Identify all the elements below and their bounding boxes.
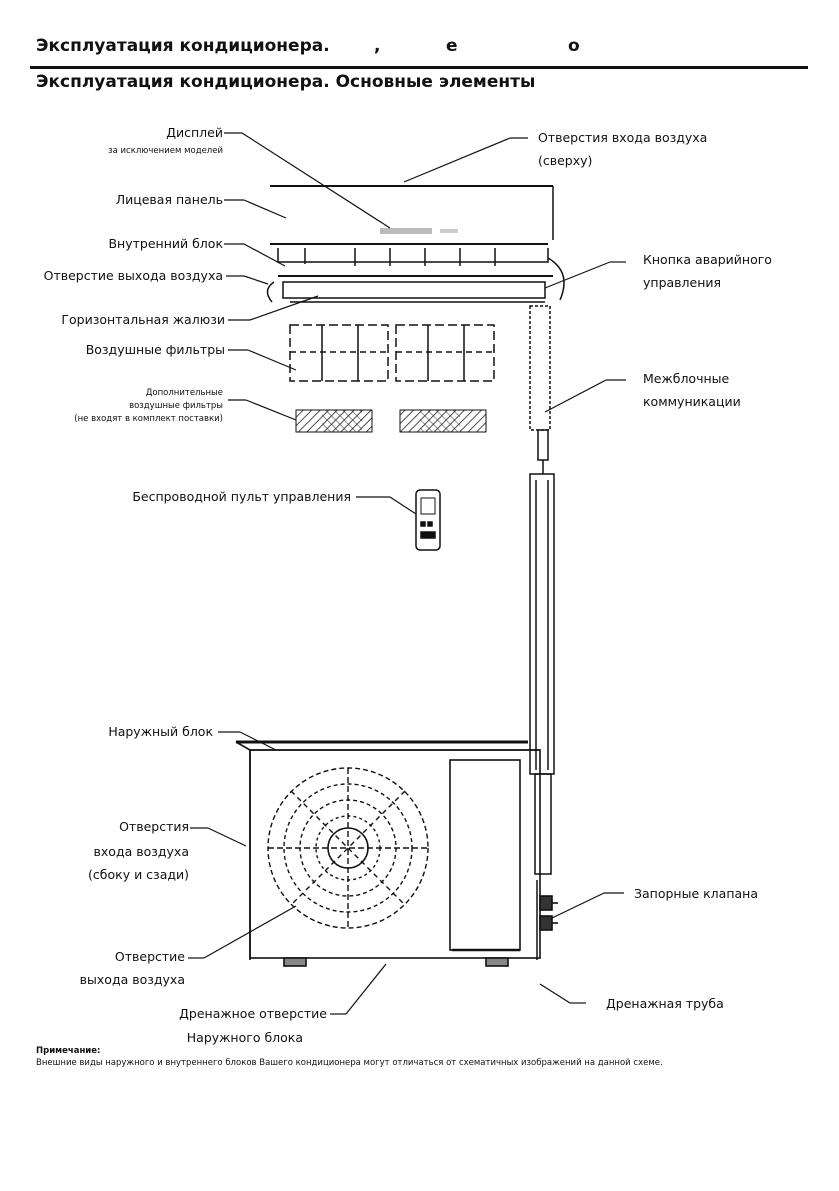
label-side-inlet-3: (сбоку и сзади): [88, 867, 189, 882]
remote-control-drawing: [415, 489, 441, 551]
label-drain-hole-2: Наружного блока: [186, 1030, 303, 1045]
label-interconnect-1: Межблочные: [643, 371, 730, 386]
label-air-inlet-top-sub: (сверху): [538, 153, 593, 168]
label-interconnect-2: коммуникации: [643, 394, 741, 409]
fan-grille-drawing: [267, 767, 429, 929]
label-outlet-2: выхода воздуха: [79, 972, 185, 987]
label-extra-filters-2: воздушные фильтры: [129, 401, 223, 411]
label-outdoor-unit: Наружный блок: [108, 724, 213, 739]
label-side-inlet-1: Отверстия: [119, 819, 189, 834]
top-title-fragment-3: о: [568, 36, 580, 56]
label-louver: Горизонтальная жалюзи: [61, 312, 225, 327]
top-title: Эксплуатация кондиционера. , е о: [36, 36, 580, 56]
top-title-fragment-2: е: [446, 36, 458, 56]
top-title-text: Эксплуатация кондиционера.: [36, 36, 330, 56]
top-title-fragment-1: ,: [374, 36, 381, 56]
label-valves: Запорные клапана: [634, 886, 758, 901]
label-front-panel: Лицевая панель: [115, 192, 223, 207]
label-display: Дисплей: [166, 125, 223, 140]
label-drain-pipe: Дренажная труба: [606, 996, 724, 1011]
indoor-unit-drawing: [266, 185, 565, 303]
label-drain-hole-1: Дренажное отверстие: [179, 1006, 327, 1021]
label-air-filters: Воздушные фильтры: [85, 342, 225, 357]
label-indoor-unit: Внутренний блок: [108, 236, 223, 251]
label-emergency-button-2: управления: [643, 275, 722, 290]
label-air-inlet-top: Отверстия входа воздуха: [538, 130, 708, 145]
label-display-note: за исключением моделей: [108, 146, 223, 156]
label-remote: Беспроводной пульт управления: [132, 489, 351, 504]
label-air-outlet: Отверстие выхода воздуха: [43, 268, 223, 283]
page-title: Эксплуатация кондиционера. Основные элем…: [36, 72, 536, 92]
note-text: Внешние виды наружного и внутреннего бло…: [36, 1058, 663, 1068]
pipe-drawing: [529, 305, 555, 960]
label-side-inlet-2: входа воздуха: [93, 844, 189, 859]
air-filter-drawing: [289, 324, 495, 433]
note-title: Примечание:: [36, 1046, 101, 1056]
label-extra-filters-3: (не входят в комплект поставки): [74, 414, 223, 424]
leader-lines: [188, 132, 626, 1015]
outdoor-unit-drawing: [235, 740, 541, 967]
label-extra-filters-1: Дополнительные: [145, 388, 223, 398]
header-rule: [30, 66, 808, 69]
valve-drawing: [539, 895, 558, 931]
label-outlet-1: Отверстие: [114, 949, 185, 964]
label-emergency-button-1: Кнопка аварийного: [643, 252, 772, 267]
